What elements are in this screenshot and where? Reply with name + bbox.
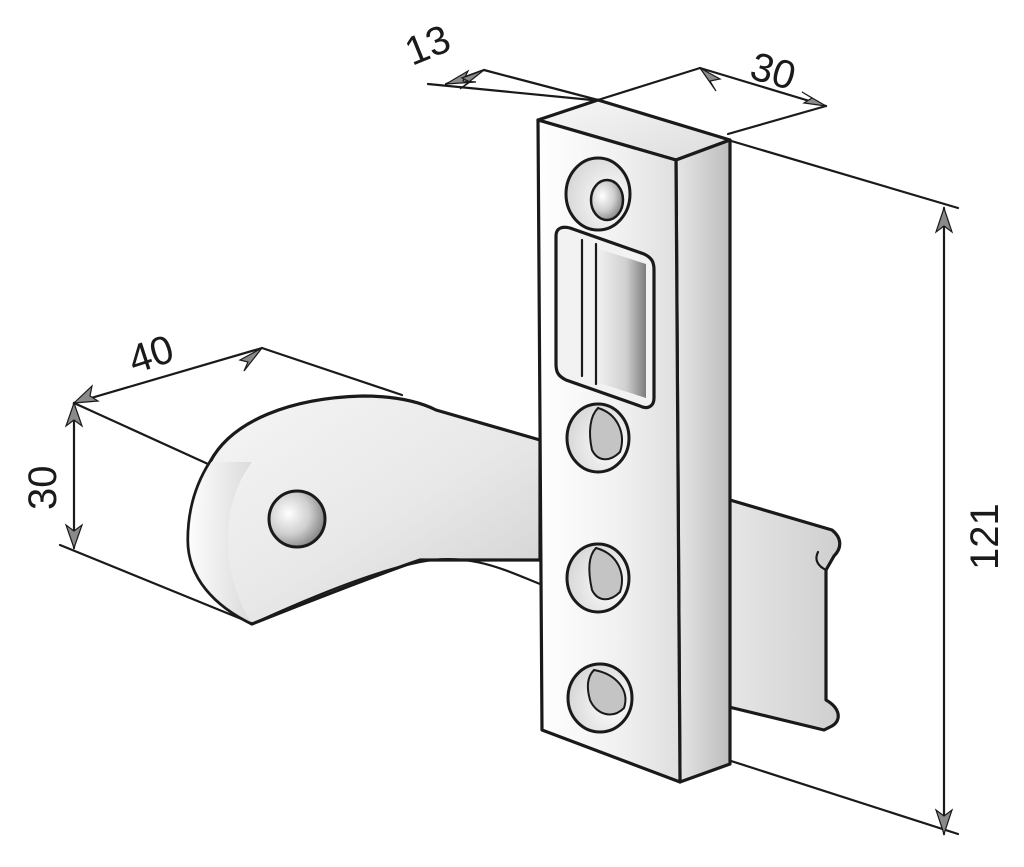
dimension-lines: [58, 66, 960, 836]
screw-holes: [564, 156, 634, 734]
latch-opening: [554, 225, 656, 410]
angle-bracket: [186, 394, 542, 626]
screw-hole-3: [565, 542, 631, 614]
bracket-mounting-hole: [267, 489, 327, 549]
screw-hole-4: [566, 662, 634, 734]
dim-plate-height: 121: [963, 503, 1007, 570]
dim-plate-width: 30: [746, 44, 801, 99]
dim-plate-thickness: 13: [399, 17, 457, 74]
dimension-arrowheads: [64, 67, 954, 836]
dim-bracket-height: 30: [21, 466, 65, 511]
strike-plate: [536, 98, 732, 784]
screw-hole-1: [564, 156, 632, 232]
screw-hole-2: [565, 402, 631, 474]
